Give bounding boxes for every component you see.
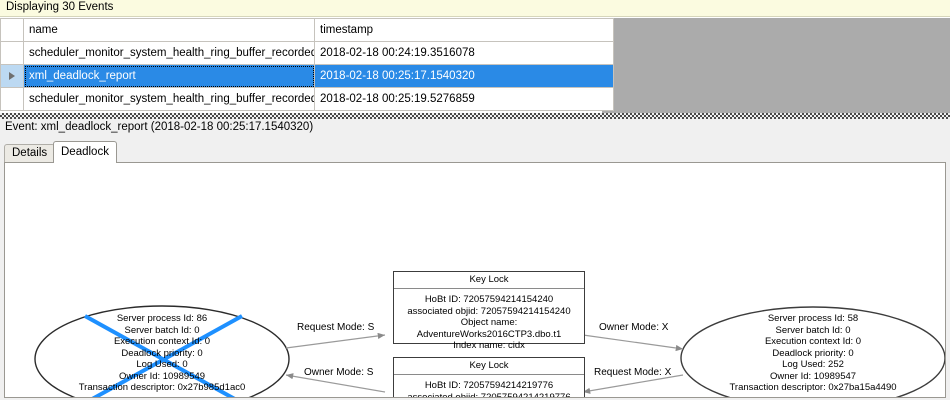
events-banner: Displaying 30 Events xyxy=(0,0,950,17)
event-detail-pane: Event: xml_deadlock_report (2018-02-18 0… xyxy=(0,119,950,400)
edge-label-victim-owner-bottom: Owner Mode: S xyxy=(304,367,374,378)
table-row[interactable]: xml_deadlock_report 2018-02-18 00:25:17.… xyxy=(0,64,614,88)
winner-process-ellipse xyxy=(680,306,945,397)
resource-bottom-associated-objid: associated objid: 72057594214219776 xyxy=(407,391,571,398)
events-banner-text: Displaying 30 Events xyxy=(6,1,114,13)
edge-winner-request-bottom xyxy=(582,374,684,394)
table-row[interactable]: scheduler_monitor_system_health_ring_buf… xyxy=(0,41,614,65)
edge-label-winner-request-bottom: Request Mode: X xyxy=(594,367,672,378)
events-grid[interactable]: name timestamp scheduler_monitor_system_… xyxy=(0,18,614,113)
victim-process-ellipse xyxy=(34,305,290,397)
deadlock-graph-svg xyxy=(34,305,945,397)
resource-top-hobt-id: HoBt ID: 72057594214154240 xyxy=(424,294,554,305)
edge-owner-bottom-victim xyxy=(285,373,386,393)
row-selector-cell[interactable] xyxy=(0,87,24,111)
edge-victim-request-top xyxy=(285,332,386,349)
row-selector-cell[interactable] xyxy=(0,64,24,88)
deadlock-tab-panel: Server process Id: 86 Server batch Id: 0… xyxy=(4,162,946,398)
resource-top-index-name: Index name: cidx xyxy=(453,340,525,351)
grid-header-timestamp[interactable]: timestamp xyxy=(314,18,614,42)
row-name-cell[interactable]: scheduler_monitor_system_health_ring_buf… xyxy=(23,87,315,111)
resource-top-associated-objid: associated objid: 72057594214154240 xyxy=(407,305,571,317)
row-name-cell[interactable]: xml_deadlock_report xyxy=(23,64,315,88)
edge-label-victim-request-top: Request Mode: S xyxy=(297,322,375,333)
deadlock-graph-canvas[interactable]: Server process Id: 86 Server batch Id: 0… xyxy=(5,163,945,397)
row-name-cell[interactable]: scheduler_monitor_system_health_ring_buf… xyxy=(23,41,315,65)
table-row[interactable]: scheduler_monitor_system_health_ring_buf… xyxy=(0,87,614,111)
row-timestamp-cell[interactable]: 2018-02-18 00:25:17.1540320 xyxy=(314,64,614,88)
event-title-label: Event: xml_deadlock_report (2018-02-18 0… xyxy=(5,121,314,133)
row-selector-cell[interactable] xyxy=(0,41,24,65)
resource-top-title: Key Lock xyxy=(394,272,584,289)
resource-bottom-title: Key Lock xyxy=(394,358,584,375)
grid-header-row: name timestamp xyxy=(0,18,614,42)
edge-label-winner-owner-top: Owner Mode: X xyxy=(599,322,669,333)
events-grid-area: name timestamp scheduler_monitor_system_… xyxy=(0,18,950,113)
tab-deadlock[interactable]: Deadlock xyxy=(53,141,117,163)
resource-node-top[interactable]: Key Lock HoBt ID: 72057594214154240 asso… xyxy=(393,271,585,351)
resource-top-body: HoBt ID: 72057594214154240 associated ob… xyxy=(394,289,584,352)
grid-header-selector xyxy=(0,18,24,42)
victim-cross-line-2 xyxy=(91,314,243,397)
horizontal-splitter[interactable] xyxy=(0,113,950,119)
resource-top-object-name: Object name: AdventureWorks2016CTP3.dbo.… xyxy=(416,317,562,340)
row-timestamp-cell[interactable]: 2018-02-18 00:24:19.3516078 xyxy=(314,41,614,65)
resource-bottom-hobt-id: HoBt ID: 72057594214219776 xyxy=(424,380,554,391)
row-timestamp-cell[interactable]: 2018-02-18 00:25:19.5276859 xyxy=(314,87,614,111)
resource-bottom-body: HoBt ID: 72057594214219776 associated ob… xyxy=(394,375,584,398)
edge-owner-top-winner xyxy=(582,334,684,352)
current-row-arrow-icon xyxy=(9,71,15,80)
tab-details[interactable]: Details xyxy=(4,144,56,162)
grid-header-name[interactable]: name xyxy=(23,18,315,42)
resource-node-bottom[interactable]: Key Lock HoBt ID: 72057594214219776 asso… xyxy=(393,357,585,398)
